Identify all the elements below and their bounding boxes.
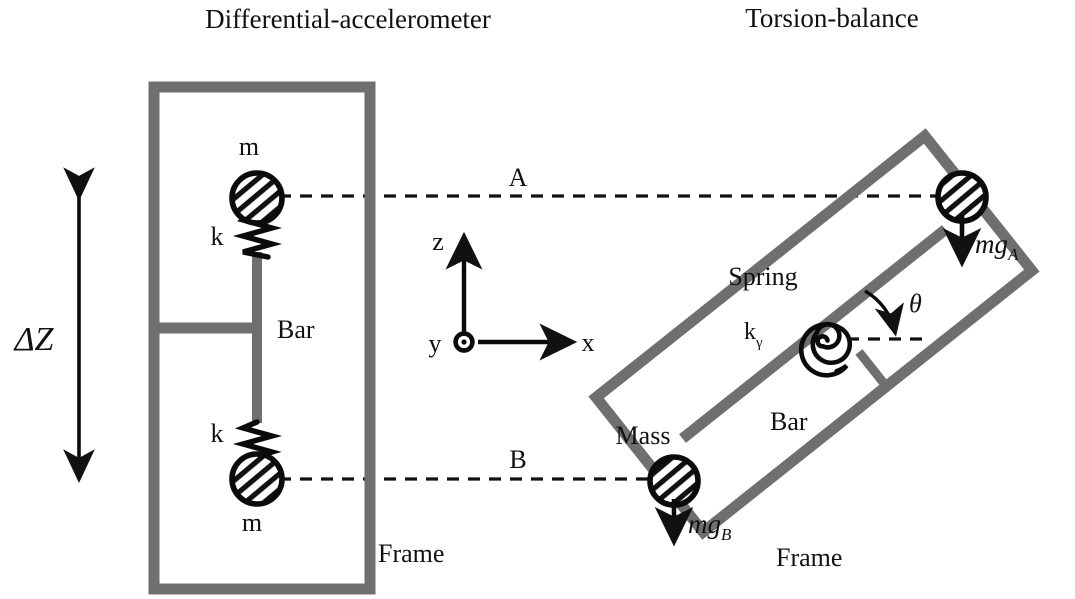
left-frame-outline [148, 81, 376, 595]
theta-label: θ [909, 289, 922, 318]
mass-a-force-label: mgA [975, 229, 1019, 264]
mass-b-circle [647, 454, 701, 508]
spring-constant-label: kγ [744, 319, 763, 351]
left-panel-title: Differential-accelerometer [205, 4, 491, 34]
y-axis-label: y [429, 329, 442, 358]
mass-a [935, 170, 989, 268]
left-bar-label: Bar [277, 315, 315, 344]
spring-anchor-bracket [855, 349, 890, 390]
top-mass-label: m [239, 132, 259, 161]
mass-b-force-label: mgB [688, 509, 732, 544]
mass-a-circle [935, 170, 989, 224]
theta-angle: θ [864, 289, 922, 337]
delta-z-label: ΔZ [13, 321, 55, 358]
bottom-mass-circle [229, 451, 285, 507]
torsion-spring [798, 321, 853, 378]
torsion-bar-label: Bar [770, 407, 808, 436]
bottom-mass-label: m [242, 508, 262, 537]
mass-b [647, 454, 701, 547]
bottom-mass [229, 451, 285, 507]
torsion-mass-label: Mass [616, 421, 671, 450]
spring-label: Spring [728, 262, 797, 291]
reference-label-b: B [509, 445, 526, 474]
bottom-spring-label: k [211, 419, 224, 448]
x-axis-label: x [582, 328, 595, 357]
coordinate-axes: z x y [429, 227, 595, 361]
z-axis-label: z [432, 227, 444, 256]
y-axis-origin-dot [461, 339, 467, 345]
top-spring-label: k [211, 222, 224, 251]
reference-label-a: A [509, 163, 528, 192]
delta-z-dimension: ΔZ [13, 167, 95, 484]
top-mass [229, 170, 285, 226]
right-panel-title: Torsion-balance [745, 3, 919, 33]
theta-arc [864, 289, 904, 337]
torsion-frame-label: Frame [776, 543, 842, 572]
top-mass-circle [229, 170, 285, 226]
left-frame [148, 81, 376, 595]
torsion-spring-spiral [798, 321, 853, 378]
left-frame-label: Frame [378, 539, 444, 568]
